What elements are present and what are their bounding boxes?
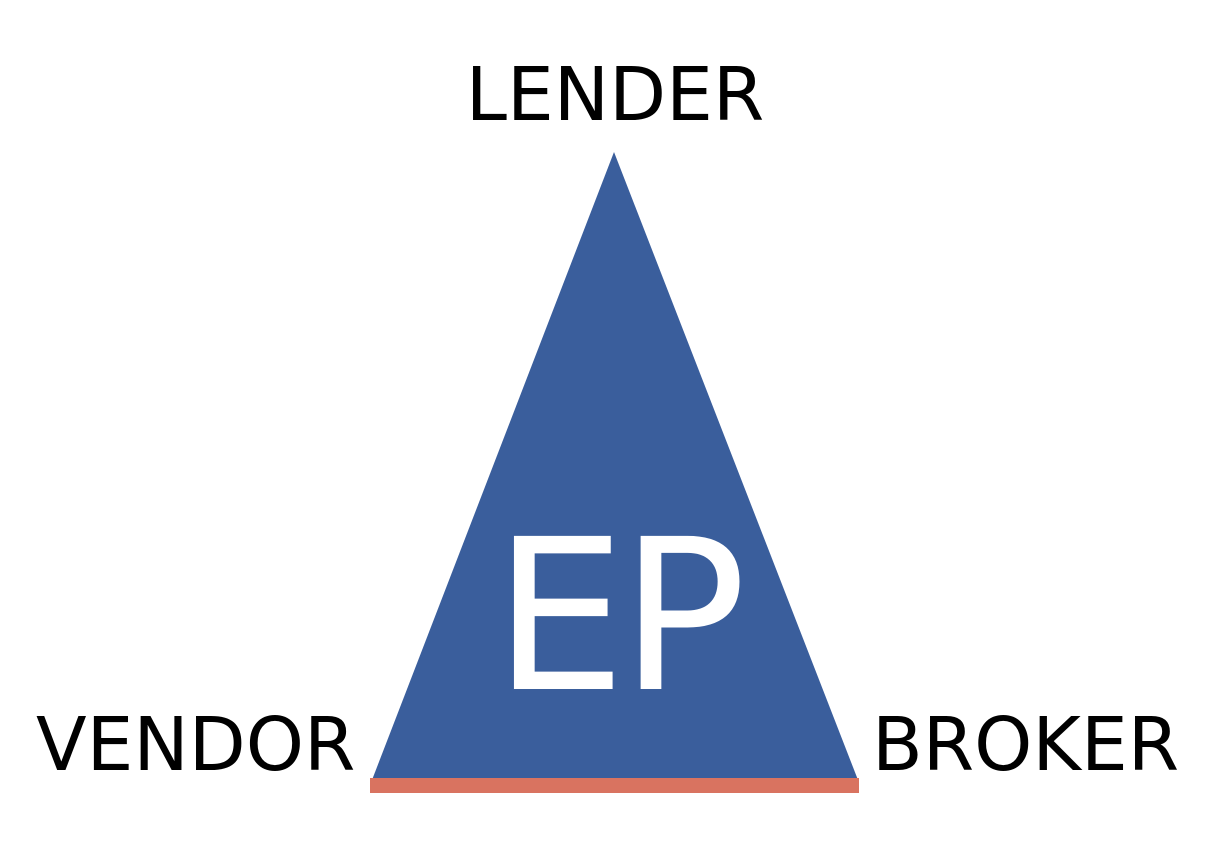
ep-center-label: EP [493,494,746,739]
triangle-base-line [370,778,859,793]
vendor-label: VENDOR [36,702,356,788]
lender-label: LENDER [465,52,765,138]
broker-label: BROKER [872,702,1180,788]
triangle-shape [372,152,858,780]
